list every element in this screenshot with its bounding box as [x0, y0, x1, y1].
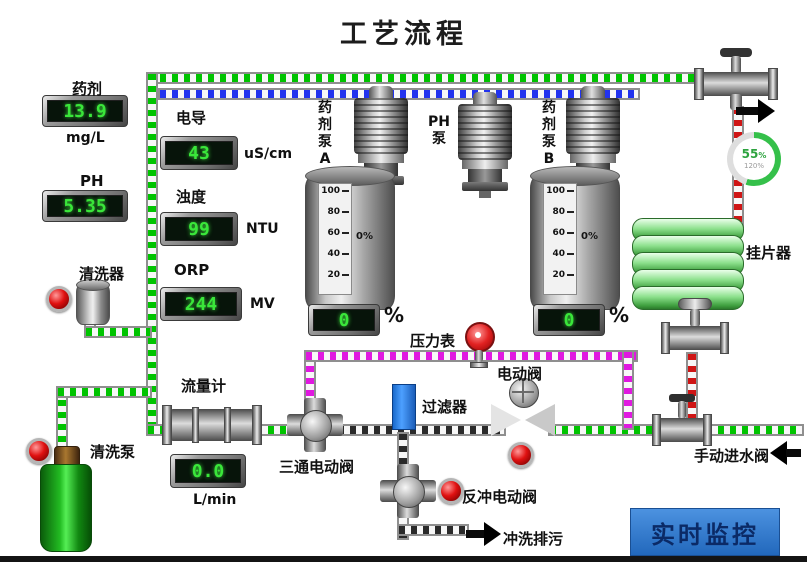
coupon-line-valve[interactable]: [661, 298, 729, 366]
manual-inlet-valve[interactable]: [652, 394, 712, 454]
chemical-value: 13.9: [47, 100, 123, 122]
outlet-valve[interactable]: [694, 48, 778, 114]
cleaner-tank[interactable]: [76, 279, 110, 325]
ph-value: 5.35: [47, 195, 123, 217]
coupon-rack-coil: [632, 218, 744, 310]
pipe-top-green: [146, 72, 716, 84]
turbidity-value: 99: [165, 217, 233, 241]
cleaner-tank-top: [76, 279, 110, 291]
tank-b-display: 0: [533, 304, 605, 336]
filter-label: 过滤器: [422, 398, 468, 416]
tank-b-level-text: 0%: [581, 231, 598, 242]
conductivity-value: 43: [165, 141, 233, 165]
cleaning-pump-label: 清洗泵: [90, 443, 136, 461]
pipe-cleaner-horizontal: [84, 326, 152, 338]
tank-a-scale: 100 80 60 40 20: [318, 183, 352, 295]
pump-a-label: 药剂泵A: [318, 100, 332, 167]
cleaner-label: 清洗器: [79, 265, 125, 283]
cleaning-pump-bottle[interactable]: [40, 464, 92, 552]
tank-a-display: 0: [308, 304, 380, 336]
flow-display: 0.0: [170, 454, 246, 488]
page-title: 工艺流程: [340, 19, 468, 50]
tank-a-level-text: 0%: [356, 231, 373, 242]
bottom-bar: [0, 556, 807, 562]
pressure-gauge: [462, 322, 498, 372]
flow-meter-body: [162, 405, 262, 445]
percent-gauge: 55% 120%: [727, 132, 781, 186]
turbidity-label: 浊度: [176, 188, 207, 206]
tank-b-percent-sign: %: [609, 303, 630, 327]
orp-label: ORP: [174, 261, 210, 279]
inlet-flow-arrow: [770, 441, 802, 465]
three-way-valve[interactable]: [287, 398, 343, 452]
chemical-tank-b: 100 80 60 40 20 0%: [530, 166, 620, 310]
chemical-display: 13.9: [42, 95, 128, 127]
pipe-drain-out: [397, 524, 469, 536]
turbidity-display: 99: [160, 212, 238, 246]
pump-ph-label: PH泵: [428, 114, 450, 147]
coupon-rack-label: 挂片器: [746, 244, 792, 262]
chemical-tank-a: 100 80 60 40 20 0%: [305, 166, 395, 310]
outlet-flow-arrow: [736, 98, 776, 124]
electric-valve-status-light: [508, 442, 534, 468]
flow-meter-label: 流量计: [181, 377, 227, 395]
pump-b-label: 药剂泵B: [542, 100, 556, 167]
backwash-valve-status-light: [438, 478, 464, 504]
chemical-unit: mg/L: [66, 130, 105, 146]
cleaner-status-light: [46, 286, 72, 312]
tank-b-scale: 100 80 60 40 20: [543, 183, 577, 295]
orp-value: 244: [165, 292, 237, 316]
pipe-left-vertical: [146, 72, 158, 436]
drain-flow-arrow: [466, 522, 502, 546]
backwash-valve[interactable]: [380, 464, 436, 518]
chemical-label: 药剂: [72, 80, 103, 98]
turbidity-unit: NTU: [246, 221, 279, 237]
tank-b-value: 0: [538, 309, 600, 331]
gauge-unit: %: [758, 151, 767, 160]
conductivity-unit: uS/cm: [244, 146, 293, 162]
pipe-mid-black: [336, 424, 506, 436]
flush-drain-label: 冲洗排污: [503, 530, 564, 548]
cleaning-pump-status-light: [26, 438, 52, 464]
realtime-monitor-button[interactable]: 实时监控: [630, 508, 780, 556]
pipe-bottle-horizontal: [56, 386, 152, 398]
ph-label: PH: [80, 172, 104, 190]
conductivity-display: 43: [160, 136, 238, 170]
flow-value: 0.0: [175, 459, 241, 483]
pressure-gauge-label: 压力表: [410, 332, 456, 350]
ph-display: 5.35: [42, 190, 128, 222]
pipe-magenta-drop: [622, 350, 634, 430]
backwash-valve-label: 反冲电动阀: [462, 488, 538, 506]
orp-display: 244: [160, 287, 242, 321]
gauge-subtext: 120%: [743, 162, 764, 170]
electric-valve-label: 电动阀: [497, 365, 543, 383]
filter-device: [392, 384, 416, 430]
manual-inlet-valve-label: 手动进水阀: [694, 447, 770, 465]
ph-pump[interactable]: [454, 92, 516, 198]
gauge-value: 55: [741, 147, 759, 161]
flow-unit: L/min: [193, 492, 237, 508]
pipe-red-to-main: [686, 352, 698, 430]
pipe-magenta-horizontal: [304, 350, 638, 362]
tank-a-percent-sign: %: [384, 303, 405, 327]
orp-unit: MV: [250, 296, 275, 312]
electric-valve[interactable]: [491, 378, 555, 440]
tank-a-value: 0: [313, 309, 375, 331]
conductivity-label: 电导: [176, 109, 207, 127]
three-way-valve-label: 三通电动阀: [279, 458, 355, 476]
